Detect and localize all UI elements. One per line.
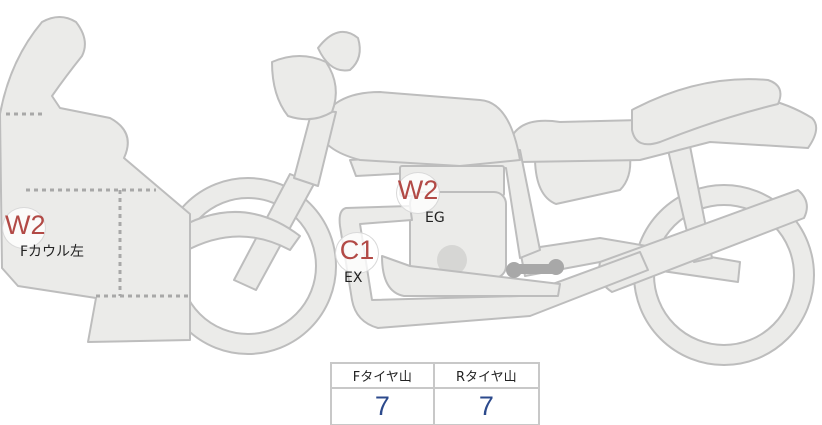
part-label: EG <box>425 210 445 226</box>
fuel-tank <box>317 91 521 167</box>
tire-tread-table: Fタイヤ山 Rタイヤ山 7 7 <box>330 362 541 425</box>
marker-bg-cowl <box>2 207 46 249</box>
mirror <box>317 30 361 72</box>
front-tire-header: Fタイヤ山 <box>330 362 435 389</box>
table-header-row: Fタイヤ山 Rタイヤ山 <box>330 362 541 389</box>
damage-marker-front-cowl[interactable]: W2 Fカウル左 <box>2 210 102 260</box>
damage-code: C1 <box>339 235 375 265</box>
marker-bg-engine <box>396 172 440 214</box>
marker-bg-exhaust <box>335 232 379 274</box>
exhaust-upper <box>381 255 561 297</box>
damage-code: W2 <box>397 175 439 205</box>
rear-tire-value: 7 <box>432 387 541 425</box>
fork-upper <box>293 109 337 187</box>
front-cowl-left <box>0 16 191 343</box>
headlight <box>271 55 337 121</box>
damage-marker-exhaust[interactable]: C1 EX <box>337 235 377 286</box>
rear-tire-header: Rタイヤ山 <box>432 362 541 389</box>
side-cover <box>534 155 632 205</box>
front-tire-value: 7 <box>330 387 435 425</box>
damage-code: W2 <box>5 210 46 240</box>
part-label: Fカウル左 <box>20 244 85 260</box>
seat-rear <box>631 78 782 146</box>
table-row: 7 7 <box>330 387 541 425</box>
damage-marker-engine[interactable]: W2 EG <box>396 175 445 226</box>
front-fender <box>171 210 301 253</box>
part-label: EX <box>344 270 363 286</box>
